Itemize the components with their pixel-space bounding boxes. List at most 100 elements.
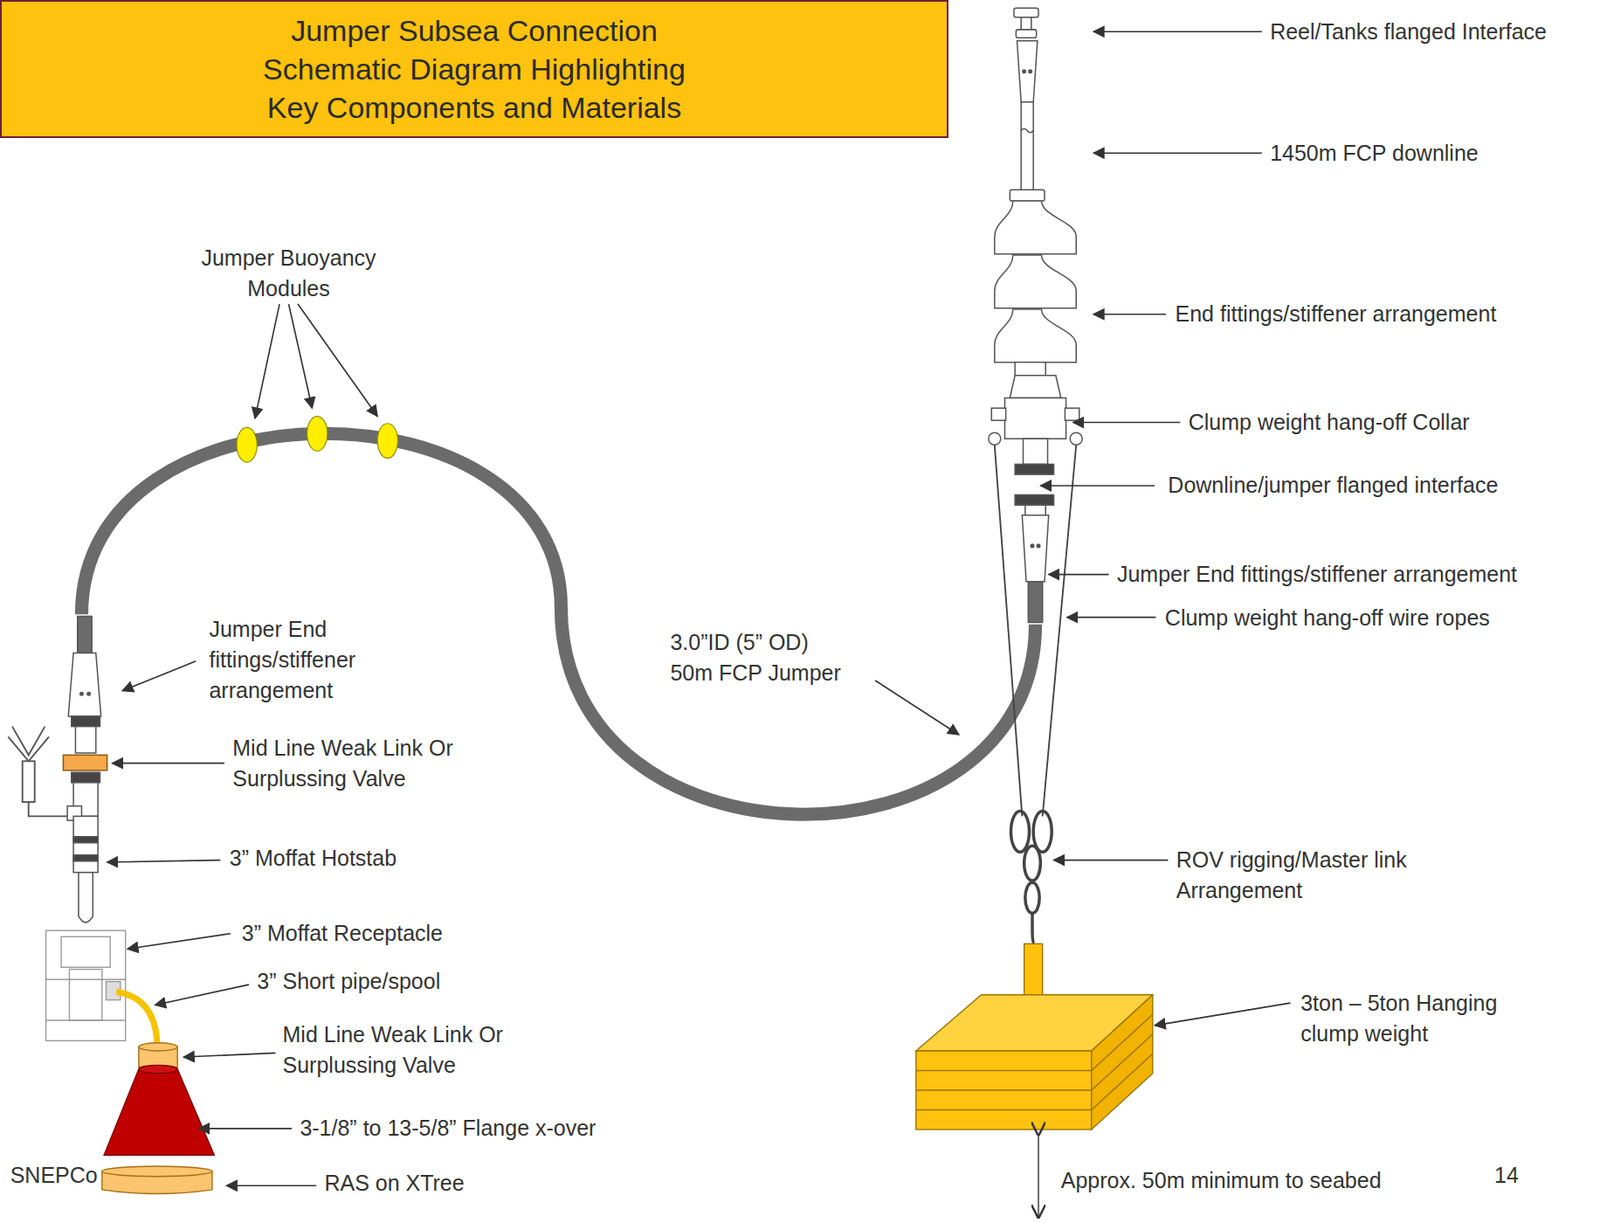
downline-stack [1064, 407, 1079, 421]
hotstab-assembly [77, 615, 92, 653]
leader-line [122, 661, 196, 691]
leader-line [297, 303, 378, 416]
jumper-pipe [81, 433, 1035, 814]
downline-stack [1020, 102, 1034, 193]
moffat-receptacle [46, 930, 126, 1041]
leader-line [875, 680, 959, 735]
hotstab-assembly [87, 691, 91, 696]
callout-label: Mid Line Weak Link Or Surplussing Valve [282, 1019, 506, 1081]
short-pipe [116, 991, 158, 1042]
title-text: Jumper Subsea Connection Schematic Diagr… [247, 11, 702, 127]
moffat-receptacle [68, 969, 102, 1021]
hotstab-assembly [62, 615, 107, 922]
callout-label: SNEPCo [10, 1159, 98, 1191]
distance-arrow [1037, 1134, 1039, 1218]
moffat-receptacle [46, 979, 126, 980]
hotstab-assembly [75, 726, 96, 753]
buoyancy-module [307, 416, 328, 452]
title-band: Jumper Subsea Connection Schematic Diagr… [0, 0, 949, 138]
buoyancy-module [236, 427, 257, 463]
short-pipe [116, 991, 158, 1042]
callout-label: Clump weight hang-off wire ropes [1165, 602, 1490, 634]
downline-stack [1015, 29, 1036, 38]
clump-weight [1091, 1053, 1153, 1110]
downline-stack [994, 309, 1076, 363]
hotstab-assembly [62, 754, 107, 771]
wire-rope [994, 444, 1076, 816]
callout-label: 3” Short pipe/spool [256, 965, 441, 997]
master-link [1010, 811, 1052, 945]
callout-label: 1450m FCP downline [1269, 137, 1479, 169]
downline-stack [1014, 362, 1046, 376]
hotstab-assembly [73, 815, 98, 872]
callout-label: 14 [1494, 1159, 1519, 1191]
callout-label: Mid Line Weak Link Or Surplussing Valve [232, 732, 456, 794]
callout-label: End fittings/stiffener arrangement [1175, 298, 1497, 330]
downline-stack [1027, 581, 1042, 623]
hotstab-assembly [73, 836, 98, 843]
downline-stack [994, 255, 1076, 309]
callout-label: 3” Moffat Hotstab [229, 842, 397, 874]
callout-label: Downline/jumper flanged interface [1167, 469, 1498, 501]
ras-disk [102, 1165, 213, 1177]
callout-label: 3” Moffat Receptacle [241, 917, 443, 949]
buoyancy-module [236, 416, 399, 463]
buoyancy-module [377, 423, 398, 459]
flange-crossover [138, 1064, 178, 1073]
downline-stack [994, 200, 1076, 255]
downline-stack [1025, 504, 1046, 516]
leader-line [127, 933, 231, 950]
hotstab-assembly [73, 855, 98, 862]
downline-stack [1069, 432, 1083, 445]
moffat-receptacle [46, 1019, 126, 1021]
callout-label: RAS on XTree [324, 1167, 464, 1199]
callout-label: 3-1/8” to 13-5/8” Flange x-over [299, 1112, 596, 1144]
flange-crossover [103, 1068, 214, 1155]
leader-line [199, 1127, 292, 1130]
downline-stack [991, 407, 1006, 421]
clump-weight [1091, 994, 1153, 1130]
downline-stack [1020, 17, 1032, 30]
callout-label: 3ton – 5ton Hanging clump weight [1300, 987, 1537, 1049]
downline-stack [1009, 375, 1061, 399]
downline-stack [1022, 69, 1027, 74]
downline-stack [1014, 494, 1054, 505]
downline-stack [1023, 438, 1049, 464]
weak-link [138, 1042, 178, 1051]
leader-line [1067, 616, 1157, 619]
leader-line [255, 303, 280, 419]
master-link [1025, 882, 1040, 913]
leader-line [1048, 573, 1110, 576]
distance-arrow [1037, 1134, 1039, 1218]
leader-line [226, 1184, 317, 1187]
callout-label: Approx. 50m minimum to seabed [1061, 1165, 1382, 1196]
clump-weight [916, 1013, 1153, 1110]
master-link [1024, 845, 1042, 881]
leader-line [107, 860, 221, 863]
clump-weight [916, 1050, 1092, 1130]
hotstab-assembly [71, 772, 101, 783]
hotstab-assembly [71, 716, 101, 727]
clump-weight [916, 1089, 1092, 1090]
callout-label: Jumper End fittings/stiffener arrangemen… [1117, 558, 1518, 590]
leader-line [1054, 859, 1169, 862]
downline-stack [988, 432, 1001, 445]
downline-stack [1004, 398, 1066, 440]
rov-handle [7, 726, 68, 817]
leader-line [183, 1052, 276, 1057]
leader-line [1093, 30, 1263, 33]
downline-stack [1030, 544, 1035, 548]
ras-disk [102, 1165, 213, 1194]
clump-weight [916, 1109, 1092, 1111]
leader-line [155, 984, 249, 1005]
hotstab-assembly [80, 691, 84, 696]
callout-label: ROV rigging/Master link Arrangement [1176, 844, 1439, 906]
downline-stack [988, 7, 1083, 622]
rov-handle [28, 801, 68, 816]
downline-stack [1014, 463, 1054, 475]
moffat-receptacle [61, 936, 111, 967]
callout-label: Jumper Buoyancy Modules [193, 242, 386, 304]
hotstab-assembly [78, 872, 93, 923]
downline-stack [1013, 7, 1039, 18]
